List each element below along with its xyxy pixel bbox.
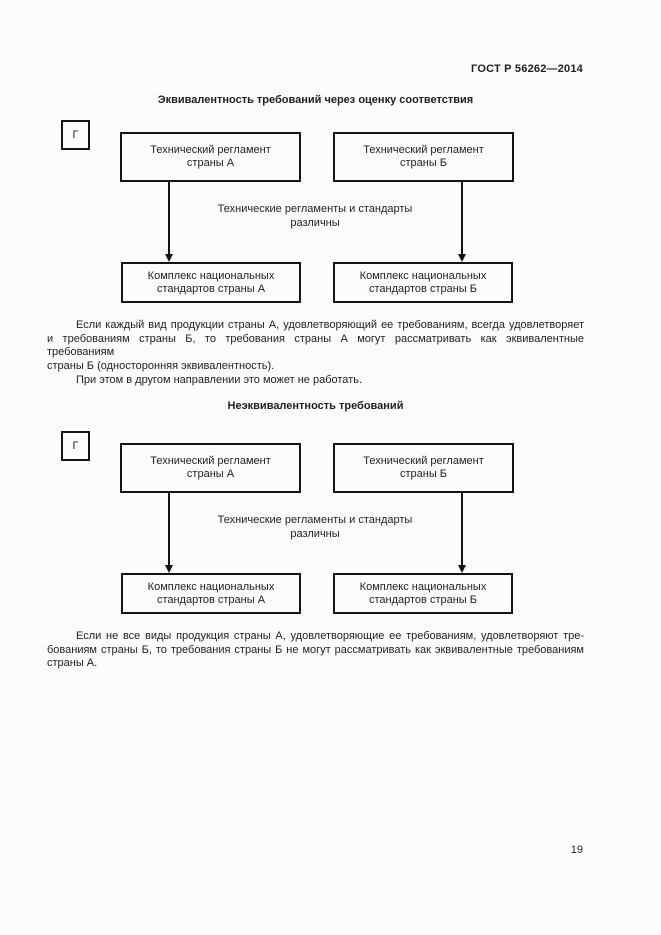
arrow-down-left	[168, 493, 170, 566]
node-line: страны Б	[399, 468, 448, 480]
node-tech-regulation-a: Технический регламент страны А	[120, 132, 301, 182]
note-line: различны	[290, 216, 340, 229]
node-line: стандартов страны А	[156, 282, 266, 295]
node-line: стандартов страны Б	[369, 282, 477, 295]
node-standards-complex-b: Комплекс национальных стандартов страны …	[333, 262, 513, 303]
node-line: Технический регламент	[363, 455, 484, 467]
appendix-marker-label: Г	[72, 129, 79, 141]
arrowhead-down-icon	[165, 565, 173, 573]
diagram2-title: Неэквивалентность требований	[227, 400, 404, 412]
appendix-marker-box: Г	[61, 431, 90, 461]
node-standards-complex-b: Комплекс национальных стандартов страны …	[333, 573, 513, 614]
paragraph-line: При этом в другом направлении это может …	[76, 373, 362, 386]
node-tech-regulation-b: Технический регламент страны Б	[333, 132, 514, 182]
node-tech-regulation-b: Технический регламент страны Б	[333, 443, 514, 493]
paragraph-line: страны А.	[47, 657, 98, 670]
arrow-down-right	[461, 182, 463, 255]
paragraph-non-equivalence: Если не все виды продукция страны А, удо…	[47, 630, 584, 671]
node-standards-complex-a: Комплекс национальных стандартов страны …	[121, 262, 301, 303]
node-tech-regulation-a: Технический регламент страны А	[120, 443, 301, 493]
paragraph-equivalence: Если каждый вид продукции страны А, удов…	[47, 319, 584, 388]
arrowhead-down-icon	[165, 254, 173, 262]
node-line: стандартов страны А	[156, 593, 266, 606]
arrowhead-down-icon	[458, 254, 466, 262]
paragraph-line: Если каждый вид продукции страны А, удов…	[76, 319, 584, 331]
note-line: различны	[290, 527, 340, 540]
appendix-marker-label: Г	[72, 440, 79, 452]
node-line: Технический регламент	[150, 144, 271, 156]
node-line: стандартов страны Б	[369, 593, 477, 606]
diagram1-title: Эквивалентность требований через оценку …	[157, 94, 474, 106]
node-line: Технический регламент	[363, 144, 484, 156]
node-line: Комплекс национальных	[359, 269, 487, 282]
node-line: Комплекс национальных	[359, 580, 487, 593]
appendix-marker-box: Г	[61, 120, 90, 150]
paragraph-line: Если не все виды продукция страны А, удо…	[76, 630, 584, 642]
page-number: 19	[570, 844, 583, 856]
note-line: Технические регламенты и стандарты	[217, 514, 413, 526]
node-line: страны А	[186, 468, 235, 480]
node-line: Технический регламент	[150, 455, 271, 467]
node-line: страны А	[186, 157, 235, 169]
node-line: страны Б	[399, 157, 448, 169]
node-standards-complex-a: Комплекс национальных стандартов страны …	[121, 573, 301, 614]
node-line: Комплекс национальных	[147, 580, 275, 593]
paragraph-line: бованиям страны Б, то требования страны …	[47, 643, 584, 656]
diagram-note: Технические регламенты и стандарты разли…	[47, 203, 583, 230]
diagram-non-equivalence: Г Технический регламент страны А Техниче…	[0, 430, 661, 620]
arrow-down-right	[461, 493, 463, 566]
arrow-down-left	[168, 182, 170, 255]
document-header: ГОСТ Р 56262—2014	[471, 63, 583, 75]
paragraph-line: и требованиям страны Б, то требования ст…	[47, 332, 584, 359]
paragraph-line: страны Б (односторонняя эквивалентность)…	[47, 360, 275, 373]
diagram-note: Технические регламенты и стандарты разли…	[47, 514, 583, 541]
node-line: Комплекс национальных	[147, 269, 275, 282]
note-line: Технические регламенты и стандарты	[217, 203, 413, 215]
diagram-equivalence: Г Технический регламент страны А Техниче…	[0, 119, 661, 309]
arrowhead-down-icon	[458, 565, 466, 573]
